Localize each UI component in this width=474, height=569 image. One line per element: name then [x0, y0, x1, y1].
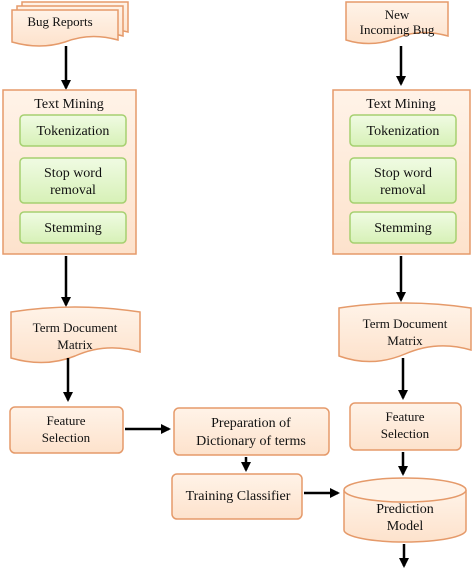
bug-reports-label: Bug Reports: [27, 14, 92, 29]
right-text-mining-title: Text Mining: [366, 97, 435, 112]
left-step-stemming: Stemming: [19, 211, 127, 244]
bug-reports-doc-front: [11, 9, 119, 47]
right-step-tokenization-label: Tokenization: [367, 124, 440, 139]
left-step-stemming-label: Stemming: [44, 221, 102, 236]
left-text-mining-title: Text Mining: [34, 97, 103, 112]
left-step-tokenization: Tokenization: [19, 114, 127, 147]
right-step-stemming-label: Stemming: [374, 221, 432, 236]
bug-reports-document-stack: Bug Reports: [11, 1, 129, 47]
left-step-tokenization-label: Tokenization: [37, 124, 110, 139]
right-step-stemming: Stemming: [349, 211, 457, 244]
training-classifier-label: Training Classifier: [186, 489, 291, 504]
right-step-tokenization: Tokenization: [349, 114, 457, 147]
training-classifier: Training Classifier: [171, 473, 303, 520]
